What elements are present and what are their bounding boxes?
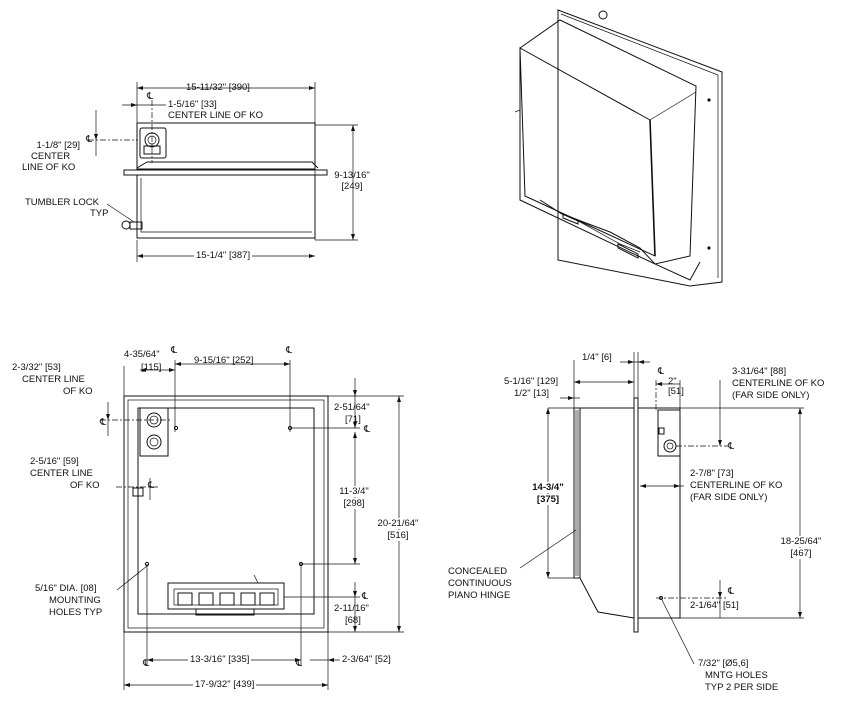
front-mounting-holes-label: HOLES TYP <box>49 607 103 618</box>
front-hole-span-label: 13-3/16" [335] <box>188 654 252 665</box>
front-centerline-symbol-a: ℄ <box>171 345 178 356</box>
front-bottom-centerline-symbol-a: ℄ <box>143 658 150 669</box>
side-ko-small-inch-label: 2" <box>668 376 677 387</box>
side-flange-label: 1/4" [6] <box>582 352 612 363</box>
top-ko-offset-label: 1-5/16" [33] <box>168 99 217 110</box>
side-hinge-length-inch-label: 14-3/4" <box>524 482 572 493</box>
front-offset-a-inch-label: 4-35/64" <box>124 349 160 360</box>
front-vert-span-mm-label: [298] <box>330 498 378 509</box>
front-right-top-centerline-symbol: ℄ <box>364 424 371 435</box>
front-mid-ko-centerline-label: CENTER LINE <box>30 468 93 479</box>
front-bottom-offset-inch-label: 2-11/16" <box>334 603 369 614</box>
side-mid-ko-centerline-label: CENTERLINE OF KO <box>690 480 783 491</box>
top-side-centerline-symbol: ℄ <box>86 134 93 145</box>
side-far-ko-note-label: (FAR SIDE ONLY) <box>732 390 810 401</box>
side-mid-ko-dim-label: 2-7/8" [73] <box>690 468 734 479</box>
front-right-top-mm-label: [71] <box>345 414 361 425</box>
front-mid-ko-dim-label: 2-5/16" [59] <box>30 456 79 467</box>
side-hinge-piano-label: PIANO HINGE <box>448 590 511 601</box>
front-right-offset-label: 2-3/64" [52] <box>342 654 391 665</box>
top-side-line-of-ko-label: LINE OF KO <box>22 162 76 173</box>
front-mid-ko-of-label: OF KO <box>70 480 100 491</box>
side-hinge-length-mm-label: [375] <box>524 494 572 505</box>
side-view-drawing <box>519 352 804 665</box>
top-tumbler-lock-label: TUMBLER LOCK <box>25 197 99 208</box>
side-ko-small-mm-label: [51] <box>668 386 684 397</box>
side-lip-label: 1/2" [13] <box>514 388 550 399</box>
side-mntg-holes-label: MNTG HOLES <box>705 670 768 681</box>
top-side-center-label: CENTER <box>31 151 71 162</box>
front-offset-a-mm-label: [115] <box>141 362 162 373</box>
top-ko-centerline-label: CENTER LINE OF KO <box>168 110 264 121</box>
top-depth-mm-label: [249] <box>341 181 363 192</box>
side-mntg-typ-label: TYP 2 PER SIDE <box>705 682 779 693</box>
front-mounting-dia-label: 5/16" DIA. [08] <box>35 583 97 594</box>
front-height-inch-label: 20-21/64" <box>370 518 426 529</box>
top-overall-width-label: 15-11/32" [390] <box>186 82 250 93</box>
top-depth-inch-label: 9-13/16" <box>334 170 370 181</box>
top-bottom-width-label: 15-1/4" [387] <box>194 250 253 261</box>
front-mounting-label: MOUNTING <box>49 595 101 606</box>
front-overall-width-label: 17-9/32" [439] <box>193 679 257 690</box>
front-left-ko-dim-label: 2-3/32" [53] <box>12 362 61 373</box>
isometric-view <box>514 9 723 287</box>
front-vert-span-inch-label: 11-3/4" <box>330 486 378 497</box>
side-low-ko-dim-label: 2-1/64" [51] <box>690 600 739 611</box>
side-far-ko-centerline-symbol: ℄ <box>728 441 735 452</box>
top-view-drawing <box>88 82 358 262</box>
front-bottom-centerline-symbol: ℄ <box>362 591 369 602</box>
side-hinge-continuous-label: CONTINUOUS <box>448 578 512 589</box>
side-hinge-concealed-label: CONCEALED <box>448 566 508 577</box>
front-right-top-inch-label: 2-51/64" <box>334 402 370 413</box>
side-low-ko-centerline-symbol: ℄ <box>728 586 735 597</box>
front-bottom-centerline-symbol-b: ℄ <box>296 658 303 669</box>
top-ko-centerline-symbol: ℄ <box>147 91 154 102</box>
side-height-mm-label: [467] <box>772 548 830 559</box>
top-tumbler-lock-typ-label: TYP <box>90 208 109 219</box>
side-ko-small-centerline-symbol: ℄ <box>658 366 665 377</box>
side-height-inch-label: 18-25/64" <box>772 536 830 547</box>
side-mid-ko-note-label: (FAR SIDE ONLY) <box>690 492 768 503</box>
top-side-offset-label: 1-1/8" [29] <box>36 140 80 151</box>
front-bottom-offset-mm-label: [68] <box>345 615 361 626</box>
front-mid-ko-centerline-symbol: ℄ <box>148 480 155 491</box>
front-height-mm-label: [516] <box>370 530 426 541</box>
front-left-ko-centerline-symbol: ℄ <box>100 417 107 428</box>
side-far-ko-dim-label: 3-31/64" [88] <box>732 366 787 377</box>
side-depth-label: 5-1/16" [129] <box>504 376 559 387</box>
front-top-span-label: 9-15/16" [252] <box>194 355 254 366</box>
side-mntg-dia-label: 7/32" [Ø5,6] <box>698 658 749 669</box>
front-centerline-symbol-b: ℄ <box>286 345 293 356</box>
front-left-ko-of-label: OF KO <box>63 386 93 397</box>
front-left-ko-centerline-label: CENTER LINE <box>22 374 85 385</box>
side-far-ko-centerline-label: CENTERLINE OF KO <box>732 378 825 389</box>
